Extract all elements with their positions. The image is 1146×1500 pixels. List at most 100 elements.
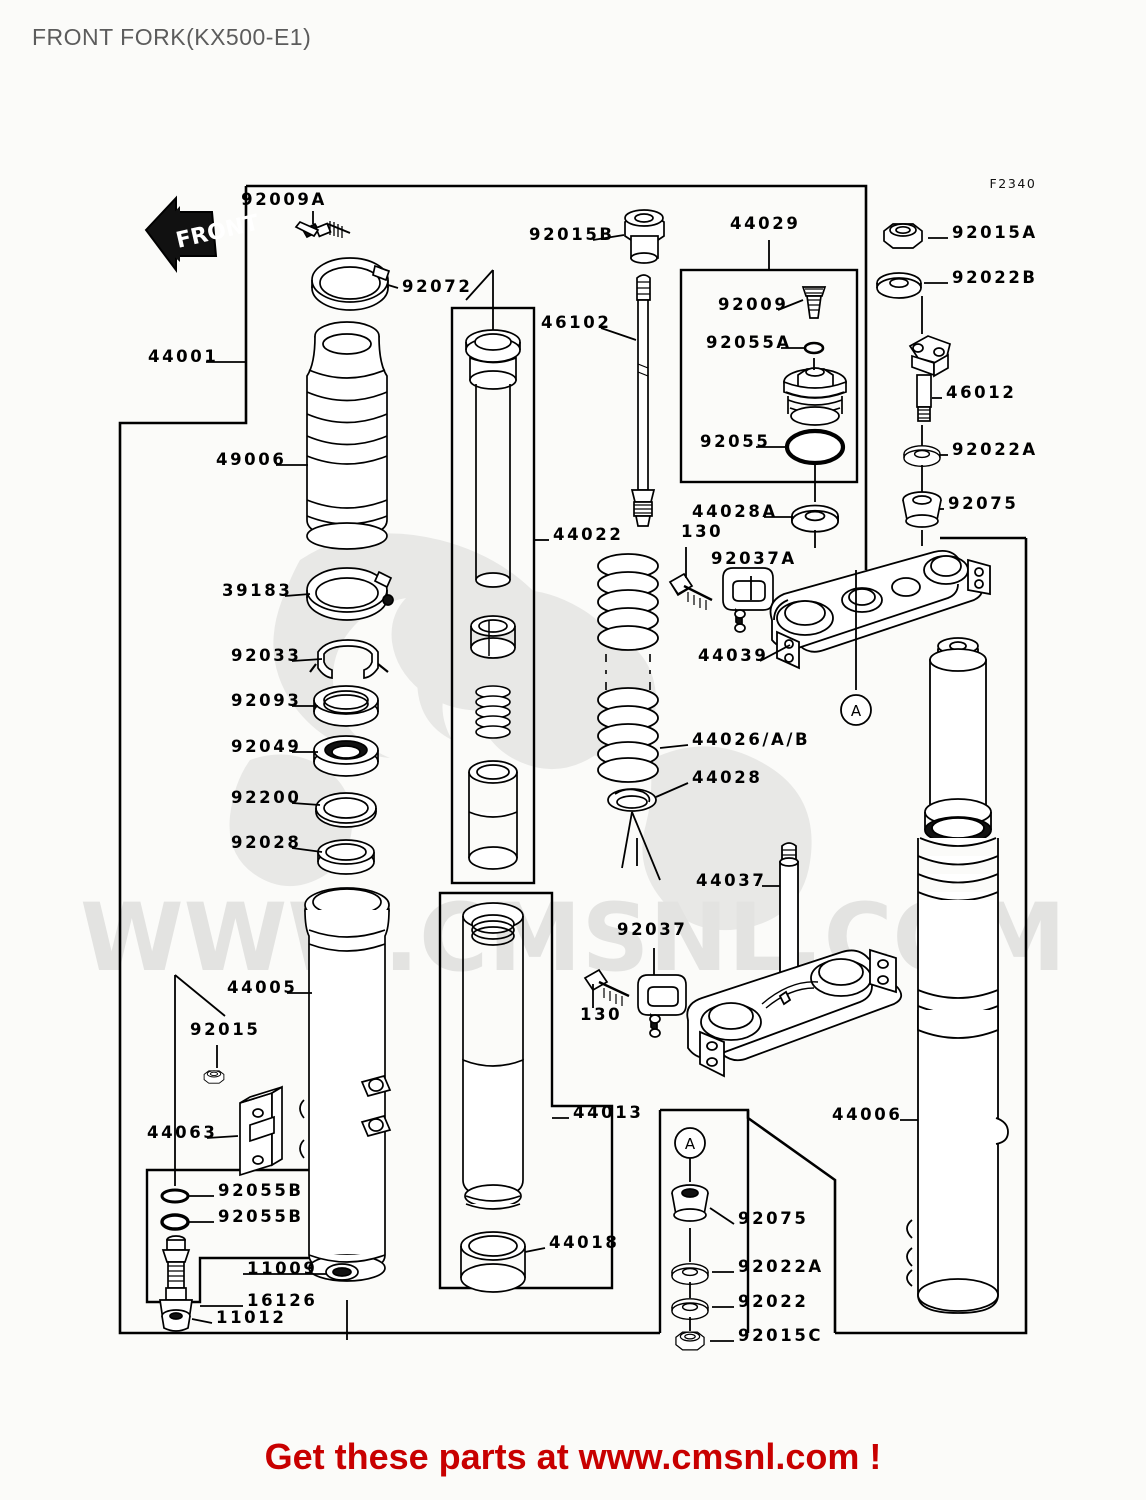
part-art-92075-1	[902, 491, 942, 528]
art-lower-triple-clamp	[686, 842, 903, 1078]
part-number-11009: 11009	[247, 1259, 317, 1278]
part-art-92055b-2	[160, 1213, 190, 1231]
watermark-text: WWW.CMSNL.COM	[80, 884, 1066, 993]
art-springs-clamps	[583, 553, 774, 1038]
diagram-canvas: WWW.CMSNL.COM FRONT F2340	[80, 176, 1066, 1351]
part-number-92015b: 92015B	[529, 225, 615, 244]
part-number-92022a: 92022A	[952, 440, 1038, 459]
part-art-44005	[299, 887, 392, 1282]
part-number-46012: 46012	[946, 383, 1016, 402]
callout-a-upper: A	[840, 694, 872, 726]
footer-promo-text: Get these parts at www.cmsnl.com !	[264, 1436, 882, 1477]
part-number-92015: 92015	[190, 1020, 260, 1039]
part-number-92075: 92075	[948, 494, 1018, 513]
part-art-92200	[315, 792, 377, 828]
part-art-130-lower	[583, 968, 630, 1006]
part-art-92009	[801, 286, 827, 319]
art-right-top	[876, 223, 952, 528]
part-number-130: 130	[580, 1005, 622, 1024]
part-art-92049	[313, 735, 379, 777]
part-art-92022b	[876, 272, 922, 299]
part-art-92015b	[624, 209, 665, 264]
part-art-92009a	[294, 220, 351, 239]
part-number-92022b: 92022B	[952, 268, 1038, 287]
part-number-92055b: 92055B	[218, 1181, 304, 1200]
part-art-92072	[311, 257, 391, 311]
part-number-92009: 92009	[718, 295, 788, 314]
part-art-44026-lower	[597, 687, 659, 783]
part-art-92015c	[675, 1331, 705, 1351]
part-number-44039: 44039	[698, 646, 768, 665]
callout-a-lower: A	[674, 1127, 706, 1159]
part-art-44026-upper	[597, 553, 659, 651]
part-art-46102	[630, 274, 656, 527]
art-assembled-fork	[906, 637, 1009, 1314]
part-art-44022	[465, 329, 521, 870]
part-art-44028a	[791, 504, 839, 533]
leader-lines	[174, 211, 948, 1342]
part-number-92022: 92022	[738, 1292, 808, 1311]
part-number-92055b: 92055B	[218, 1207, 304, 1226]
art-upper-triple-clamp	[769, 549, 991, 670]
part-number-92037a: 92037A	[711, 549, 797, 568]
part-art-92022a-1	[903, 445, 941, 467]
part-art-92037a	[722, 567, 774, 633]
part-number-46102: 46102	[541, 313, 611, 332]
part-number-92075: 92075	[738, 1209, 808, 1228]
group-box-44013	[438, 891, 614, 1290]
part-number-11012: 11012	[216, 1308, 286, 1327]
part-art-46012	[908, 335, 952, 422]
part-number-92022a: 92022A	[738, 1257, 824, 1276]
part-art-92033	[309, 639, 389, 679]
part-number-92015c: 92015C	[738, 1326, 823, 1345]
part-number-92015a: 92015A	[952, 223, 1038, 242]
part-art-92075-2	[671, 1184, 709, 1222]
part-number-44028: 44028	[692, 768, 762, 787]
page-title: FRONT FORK(KX500-E1)	[32, 24, 312, 50]
part-number-130: 130	[681, 522, 723, 541]
part-number-16126: 16126	[247, 1291, 317, 1310]
part-art-92015	[203, 1070, 225, 1084]
part-art-44063	[239, 1085, 283, 1177]
part-number-92200: 92200	[231, 788, 301, 807]
part-number-92037: 92037	[617, 920, 687, 939]
part-number-44018: 44018	[549, 1233, 619, 1252]
part-art-92055a	[803, 341, 825, 355]
part-number-44001: 44001	[148, 347, 218, 366]
part-art-92028	[317, 839, 375, 875]
part-number-49006: 49006	[216, 450, 286, 469]
part-number-92033: 92033	[231, 646, 301, 665]
part-art-44018	[460, 1231, 526, 1293]
part-art-11012	[161, 1309, 191, 1332]
part-art-92015a	[883, 223, 923, 249]
part-number-44022: 44022	[553, 525, 623, 544]
part-number-92055a: 92055A	[706, 333, 792, 352]
art-44029-group	[783, 286, 847, 533]
part-number-39183: 39183	[222, 581, 292, 600]
part-art-92093	[313, 685, 379, 727]
art-center-column	[460, 209, 665, 1293]
frame-outlines	[118, 184, 1028, 1335]
part-number-92055: 92055	[700, 432, 770, 451]
part-art-92037	[637, 974, 687, 1038]
part-art-92055	[784, 428, 846, 466]
part-art-49006	[306, 321, 388, 550]
group-box-bottom-a	[660, 1108, 750, 1333]
art-left-column	[159, 220, 394, 1332]
part-number-92028: 92028	[231, 833, 301, 852]
watermark: WWW.CMSNL.COM	[80, 533, 1066, 993]
part-number-92049: 92049	[231, 737, 301, 756]
part-number-44006: 44006	[832, 1105, 902, 1124]
parts-diagram: WWW.CMSNL.COM FRONT F2340	[80, 176, 1066, 1351]
callout-a-lower-label: A	[685, 1135, 696, 1153]
part-number-44037: 44037	[696, 871, 766, 890]
art-bottom-a-group	[671, 1184, 709, 1351]
part-number-92072: 92072	[402, 277, 472, 296]
part-art-44028	[607, 788, 657, 812]
part-number-92009a: 92009A	[241, 190, 327, 209]
part-art-top-plug	[783, 367, 847, 426]
part-number-44028a: 44028A	[692, 502, 778, 521]
figure-code: F2340	[989, 176, 1036, 191]
part-art-92055b-1	[160, 1188, 190, 1204]
part-number-labels: 92009A9207244001490063918392033920939204…	[147, 190, 1038, 1345]
